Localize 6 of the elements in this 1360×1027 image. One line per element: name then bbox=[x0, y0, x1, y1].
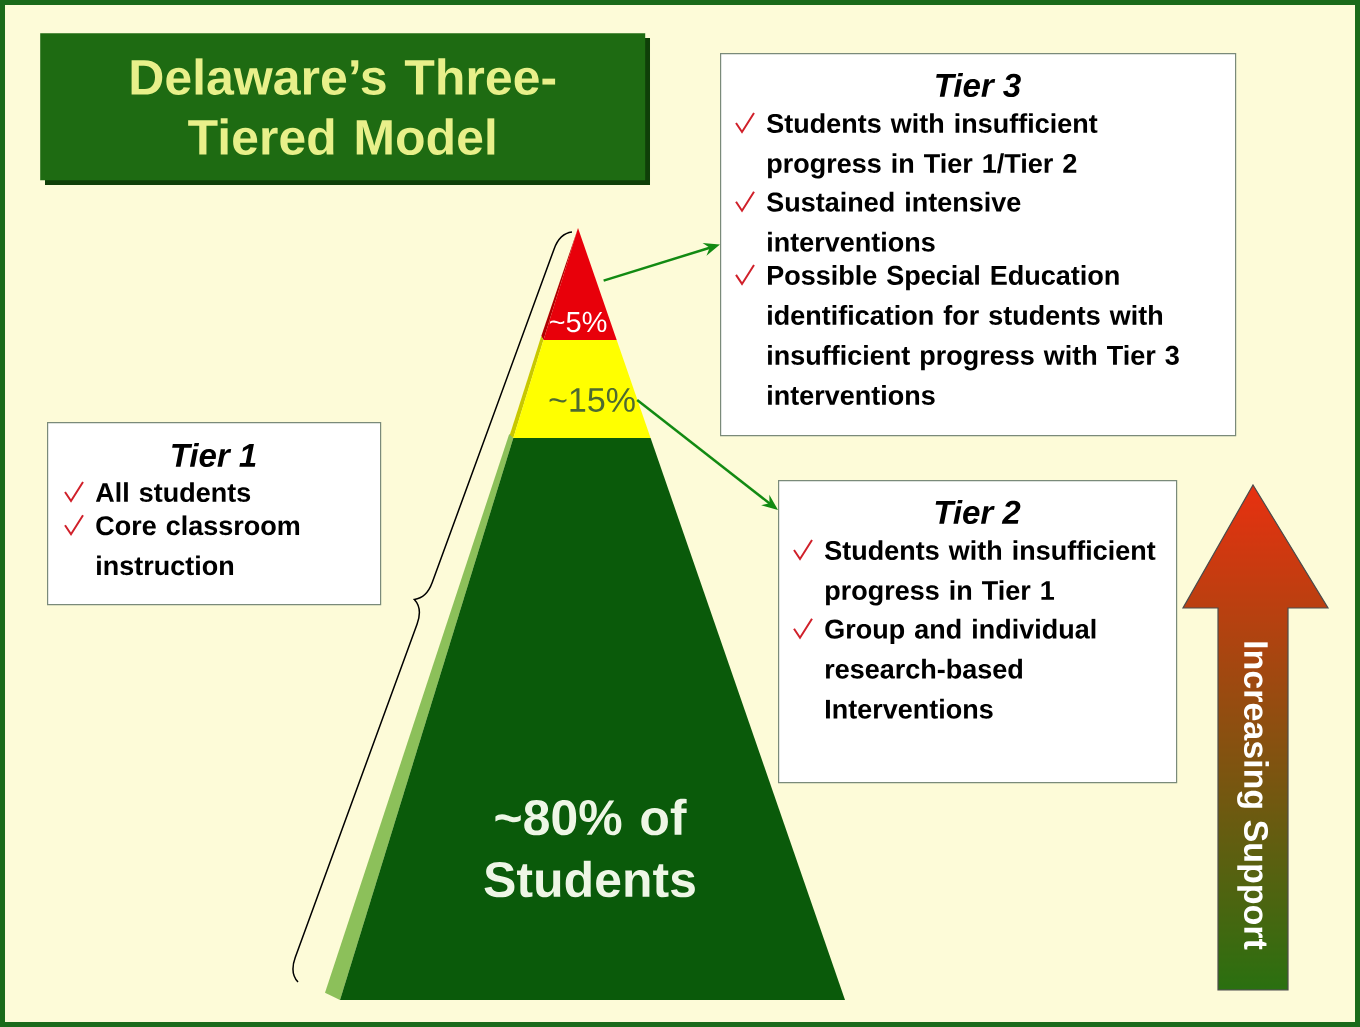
pyramid-middle-segment: ~15% bbox=[509, 336, 651, 438]
tier-box: Tier 3 Students with insufficient progress in Tier 1/Tier 2 Sustained intensive interventions Possible Special Education identification for students with insufficient progress with Tier 3 interventions bbox=[720, 53, 1237, 437]
tier-box: Tier 1 All students Core classroom instruction bbox=[47, 422, 382, 606]
title-banner: Delaware’s Three-Tiered Model bbox=[40, 33, 650, 185]
tier-box: Tier 2 Students with insufficient progress in Tier 1 Group and individual research-based Interventions bbox=[778, 480, 1178, 784]
pyramid-top-segment: ~5% bbox=[541, 228, 617, 340]
